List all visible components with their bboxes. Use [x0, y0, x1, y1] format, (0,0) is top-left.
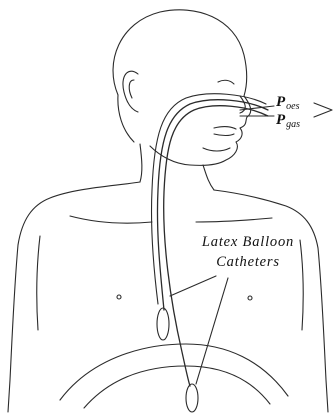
eye — [218, 80, 234, 84]
left-arm-crease — [37, 236, 40, 330]
label-leader-oes — [170, 276, 216, 296]
left-nipple — [117, 295, 121, 299]
p-oes-label: Poes — [276, 94, 300, 112]
neck-right — [203, 165, 214, 190]
gastric-balloon — [186, 384, 198, 412]
p-gas-label: Pgas — [276, 112, 300, 130]
p-gas-symbol: P — [276, 112, 285, 128]
ear-inner — [129, 80, 134, 98]
ear — [123, 71, 138, 112]
catheter-label-line1: Latex Balloon — [186, 232, 310, 252]
right-shoulder — [214, 190, 328, 412]
p-gas-subscript: gas — [286, 119, 300, 130]
catheter-label-line2: Catheters — [186, 252, 310, 272]
oesophageal-balloon — [157, 308, 169, 340]
neck-left — [140, 144, 142, 182]
lip — [214, 134, 234, 136]
pressure-bracket — [314, 103, 332, 117]
left-collarbone — [70, 216, 152, 223]
abdomen-arc — [60, 344, 288, 400]
catheter-label: Latex Balloon Catheters — [186, 232, 310, 272]
right-collarbone — [196, 218, 272, 222]
right-nipple — [248, 296, 252, 300]
hair-line — [118, 95, 134, 142]
mouth — [214, 127, 236, 129]
p-oes-subscript: oes — [286, 101, 299, 112]
chin — [203, 148, 230, 151]
abdomen-arc-inner — [84, 366, 270, 408]
p-oes-symbol: P — [276, 94, 285, 110]
